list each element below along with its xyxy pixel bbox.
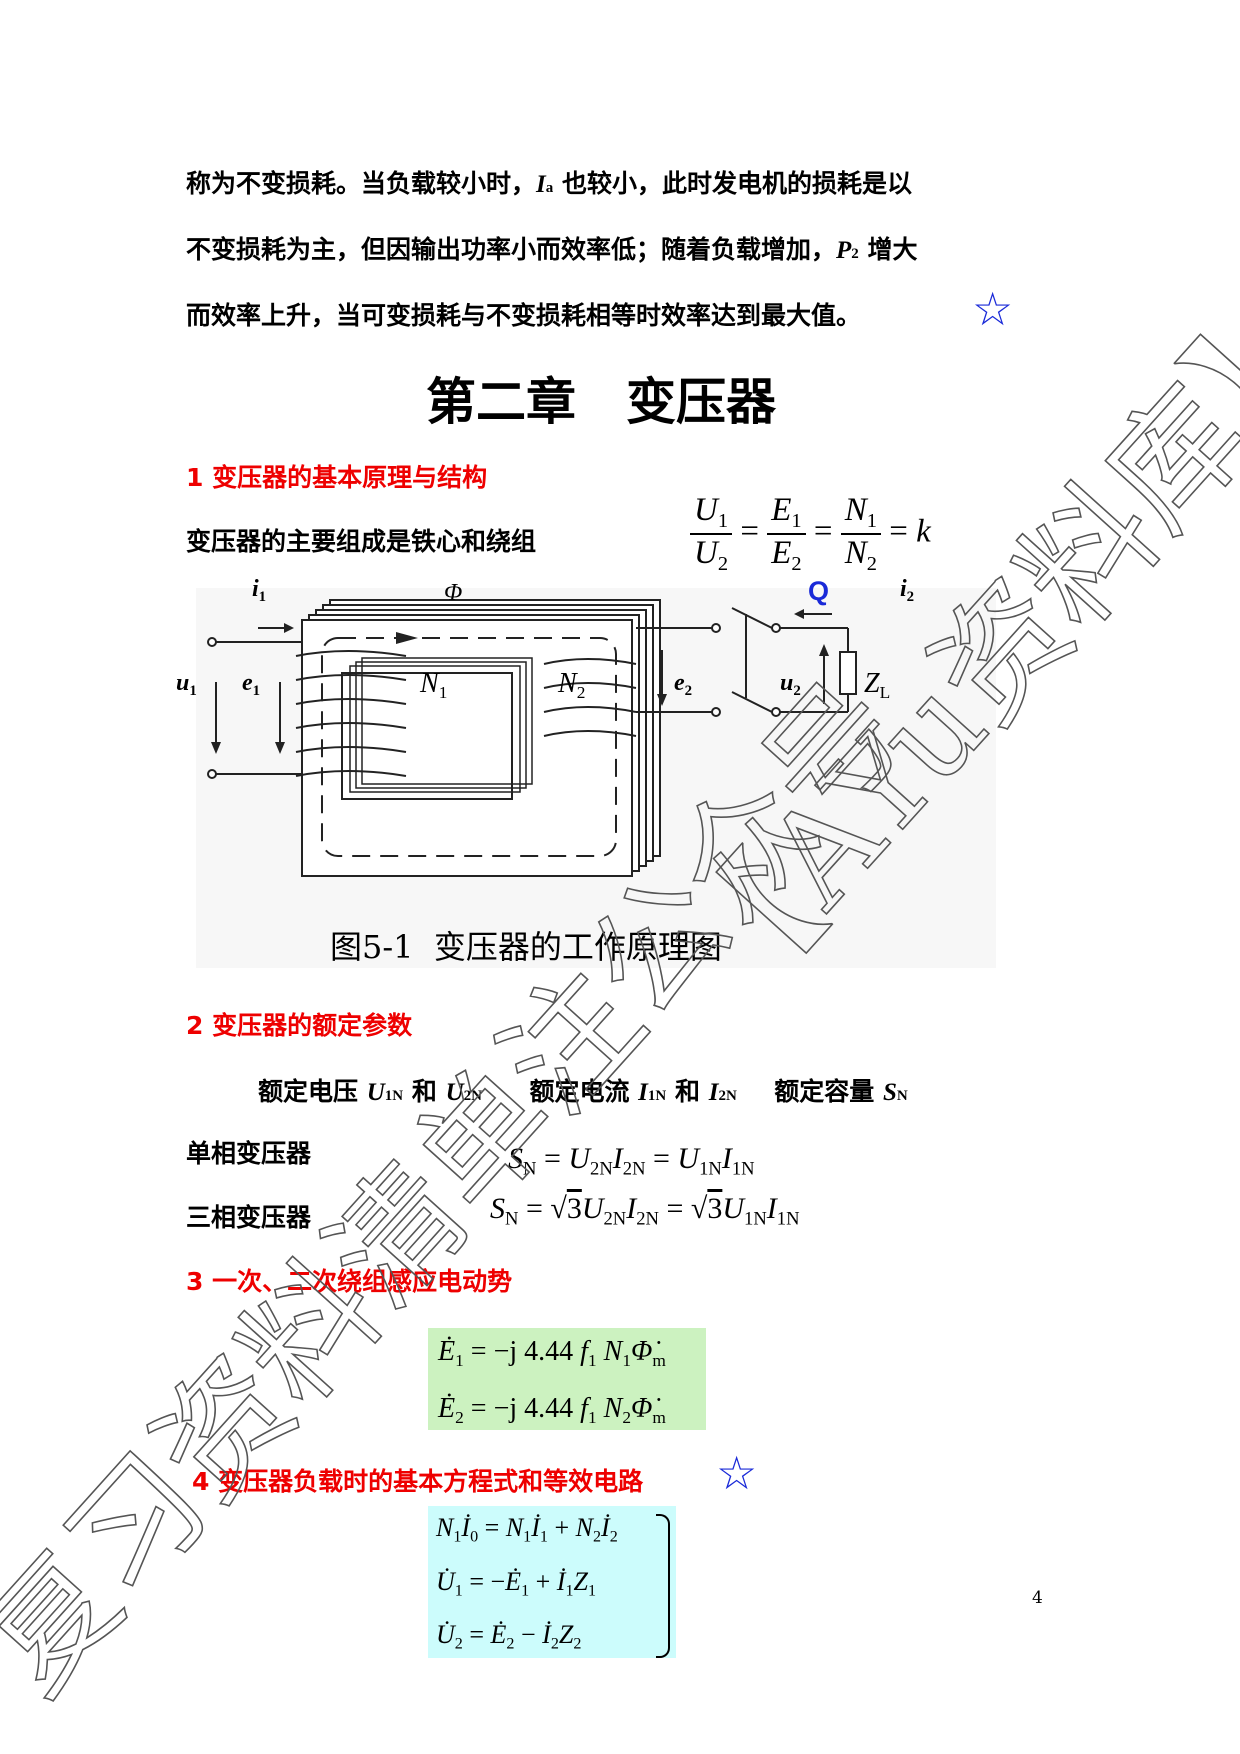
section-3-heading: 3 一次、二次绕组感应电动势	[186, 1267, 513, 1296]
emf-equations: Ė1 = −j 4.44 f1 N1Φ̇m Ė2 = −j 4.44 f1 N2…	[428, 1328, 706, 1430]
figure-transformer: i1 Φ Q i2 u1 e1 N1 N2 e2 u2 ZL 图5-1 变压器的…	[176, 576, 996, 968]
three-phase-label: 三相变压器	[186, 1203, 312, 1232]
label-N2: N2	[558, 668, 586, 703]
star-icon: ☆	[716, 1446, 758, 1500]
rated-parameters-line: 额定电压 U1N 和 U2N 额定电流 I1N 和 I2N 额定容量 SN	[258, 1077, 908, 1106]
section-4-heading: 4 变压器负载时的基本方程式和等效电路	[192, 1467, 644, 1496]
paragraph-line-1: 称为不变损耗。当负载较小时，Ia 也较小，此时发电机的损耗是以	[186, 169, 912, 198]
label-e2: e2	[674, 670, 693, 700]
label-u1: u1	[176, 670, 197, 700]
star-icon: ☆	[972, 282, 1014, 336]
figure-caption: 图5-1 变压器的工作原理图	[330, 928, 722, 966]
label-i2: i2	[900, 576, 915, 606]
paragraph-line-3: 而效率上升，当可变损耗与不变损耗相等时效率达到最大值。	[186, 301, 862, 330]
section-2-heading: 2 变压器的额定参数	[186, 1011, 413, 1040]
section-1-heading: 1 变压器的基本原理与结构	[186, 463, 488, 492]
single-phase-formula: SN = U2NI2N = U1NI1N	[508, 1142, 755, 1180]
transformer-diagram	[207, 599, 857, 877]
chapter-title: 第二章 变压器	[426, 373, 776, 431]
label-phi: Φ	[444, 580, 463, 606]
label-u2: u2	[780, 670, 801, 700]
label-ZL: ZL	[864, 668, 891, 703]
label-e1: e1	[242, 670, 261, 700]
single-phase-label: 单相变压器	[186, 1139, 312, 1168]
var-Ia: Ia	[536, 171, 554, 198]
label-N1: N1	[420, 668, 448, 703]
load-equations: N1İ0 = N1İ1 + N2İ2 U̇1 = −Ė1 + İ1Z1 U̇2 …	[428, 1506, 676, 1658]
paragraph-line-2: 不变损耗为主，但因输出功率小而效率低；随着负载增加，P2 增大	[186, 235, 918, 264]
section-1-text: 变压器的主要组成是铁心和绕组	[186, 527, 537, 556]
page-number: 4	[1032, 1588, 1043, 1608]
label-Q: Q	[808, 576, 830, 606]
three-phase-formula: SN = √3U2NI2N = √3U1NI1N	[490, 1192, 800, 1230]
var-P2: P2	[836, 237, 859, 264]
label-i1: i1	[252, 576, 267, 606]
